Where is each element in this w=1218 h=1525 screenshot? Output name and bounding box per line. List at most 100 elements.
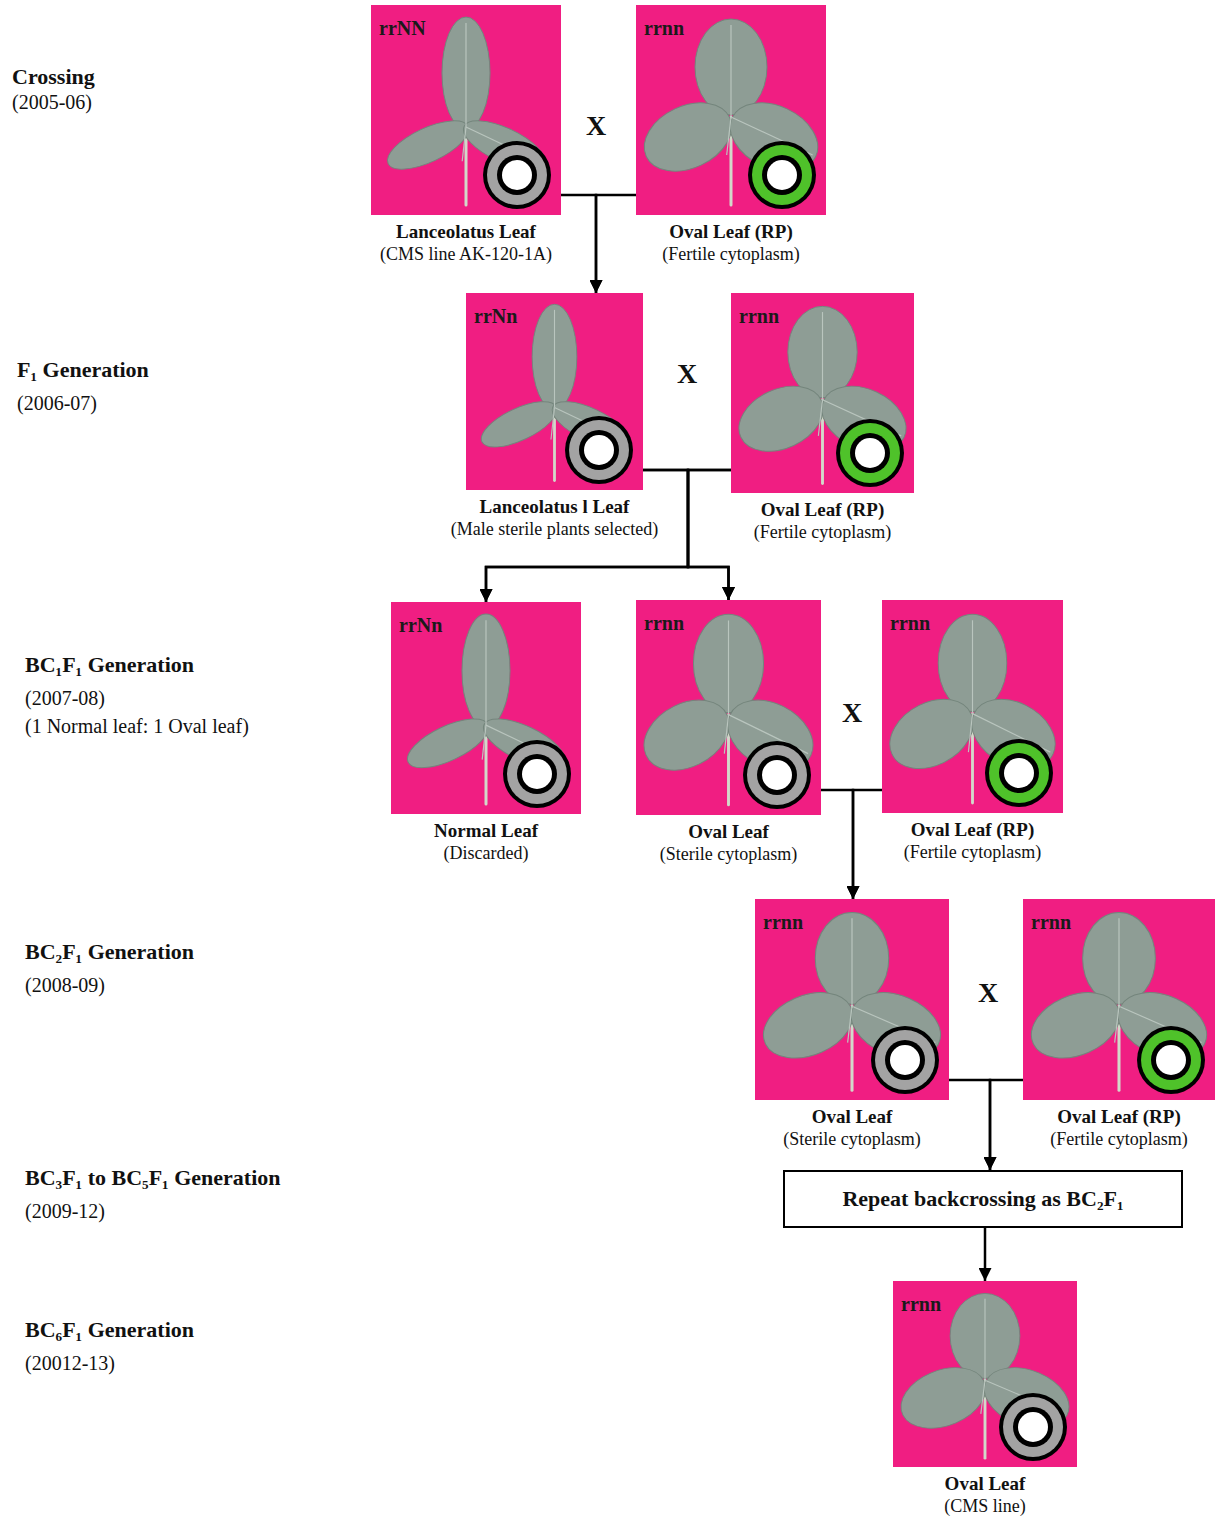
leaf-midrib bbox=[818, 400, 822, 436]
leaf-midrib bbox=[485, 620, 486, 725]
leaflet bbox=[401, 709, 495, 778]
cytoplasm-symbol bbox=[999, 753, 1039, 793]
cytoplasm-symbol bbox=[1004, 758, 1034, 788]
caption-heading: Oval Leaf bbox=[783, 1106, 920, 1129]
caption-group: Lanceolatus l Leaf(Male sterile plants s… bbox=[451, 496, 658, 540]
leaf-drawing bbox=[1023, 912, 1215, 1090]
genotype-label: rrnn bbox=[644, 612, 684, 635]
cytoplasm-symbol bbox=[565, 416, 633, 484]
leaf-drawing bbox=[882, 614, 1063, 803]
caption-note: (Fertile cytoplasm) bbox=[754, 522, 891, 544]
leaf-midrib bbox=[728, 620, 729, 714]
caption-note: (Fertile cytoplasm) bbox=[1050, 1129, 1187, 1151]
caption-group: Oval Leaf (RP)(Fertile cytoplasm) bbox=[1050, 1106, 1187, 1150]
cytoplasm-symbol bbox=[752, 145, 812, 205]
caption-note: (Sterile cytoplasm) bbox=[783, 1129, 920, 1151]
leaf-panel: rrnnOval Leaf (RP)(Fertile cytoplasm) bbox=[731, 293, 914, 493]
caption-heading: Lanceolatus Leaf bbox=[380, 221, 552, 244]
connector-arrow bbox=[821, 790, 853, 899]
caption-heading: Oval Leaf bbox=[944, 1473, 1026, 1496]
caption-note: (Fertile cytoplasm) bbox=[662, 244, 799, 266]
leaflet bbox=[636, 686, 740, 783]
caption-heading: Oval Leaf (RP) bbox=[754, 499, 891, 522]
leaf-midrib bbox=[482, 725, 486, 760]
caption-note: (Sterile cytoplasm) bbox=[660, 844, 797, 866]
cytoplasm-symbol bbox=[985, 739, 1053, 807]
leaf-drawing bbox=[731, 306, 914, 483]
cytoplasm-symbol bbox=[579, 430, 619, 470]
leaf-panel: rrNnNormal Leaf(Discarded) bbox=[391, 602, 581, 814]
genotype-label: rrnn bbox=[901, 1293, 941, 1316]
leaf-panel: rrNnLanceolatus l Leaf(Male sterile plan… bbox=[466, 293, 643, 490]
caption-note: (CMS line AK-120-1A) bbox=[380, 244, 552, 266]
generation-label: BC₁F₁ Generation bbox=[25, 652, 194, 678]
leaf-midrib bbox=[851, 918, 852, 1006]
caption-heading: Normal Leaf bbox=[434, 820, 538, 843]
leaf-midrib bbox=[551, 407, 555, 439]
cytoplasm-symbol bbox=[743, 741, 811, 809]
cytoplasm-symbol bbox=[1156, 1045, 1186, 1075]
cytoplasm-symbol bbox=[1151, 1040, 1191, 1080]
cytoplasm-symbol bbox=[875, 1030, 935, 1090]
cytoplasm-symbol bbox=[999, 1393, 1067, 1461]
leaf-midrib bbox=[822, 312, 823, 400]
cytoplasm-symbol bbox=[762, 760, 792, 790]
caption-group: Oval Leaf(Sterile cytoplasm) bbox=[783, 1106, 920, 1150]
generation-label: (2009-12) bbox=[25, 1200, 105, 1223]
generation-label: (2005-06) bbox=[12, 91, 92, 114]
connector-arrow bbox=[561, 195, 596, 293]
caption-group: Oval Leaf (RP)(Fertile cytoplasm) bbox=[662, 221, 799, 265]
leaf-midrib bbox=[968, 714, 972, 753]
genotype-label: rrnn bbox=[1031, 911, 1071, 934]
box-text: Repeat backcrossing as BC₂F₁ bbox=[842, 1186, 1123, 1212]
leaf-midrib bbox=[724, 715, 728, 754]
connector-arrow bbox=[688, 470, 731, 600]
caption-heading: Oval Leaf (RP) bbox=[662, 221, 799, 244]
leaflet bbox=[532, 304, 577, 409]
leaf-drawing bbox=[636, 19, 826, 205]
genotype-label: rrNN bbox=[379, 17, 426, 40]
leaflet bbox=[882, 686, 984, 782]
genotype-label: rrnn bbox=[763, 911, 803, 934]
connector-arrow bbox=[596, 195, 636, 293]
leaf-drawing bbox=[636, 614, 821, 804]
cytoplasm-symbol bbox=[748, 141, 816, 209]
leaf-panel: rrnnOval Leaf(Sterile cytoplasm) bbox=[636, 600, 821, 815]
cross-symbol: X bbox=[842, 697, 862, 729]
cytoplasm-symbol bbox=[503, 740, 571, 808]
generation-label: BC₃F₁ to BC₅F₁ Generation bbox=[25, 1165, 281, 1191]
leaf-panel: rrnnOval Leaf (RP)(Fertile cytoplasm) bbox=[1023, 899, 1215, 1100]
leaflet bbox=[1023, 980, 1131, 1071]
cytoplasm-symbol bbox=[871, 1026, 939, 1094]
process-box: Repeat backcrossing as BC₂F₁ bbox=[783, 1170, 1183, 1228]
cytoplasm-symbol bbox=[1003, 1397, 1063, 1457]
leaf-drawing bbox=[475, 304, 633, 480]
cytoplasm-symbol bbox=[1141, 1030, 1201, 1090]
generation-label: Crossing bbox=[12, 64, 95, 90]
caption-group: Normal Leaf(Discarded) bbox=[434, 820, 538, 864]
cytoplasm-symbol bbox=[757, 755, 797, 795]
leaf-panel: rrnnOval Leaf (RP)(Fertile cytoplasm) bbox=[636, 5, 826, 215]
leaf-drawing bbox=[893, 1293, 1077, 1458]
caption-heading: Oval Leaf (RP) bbox=[1050, 1106, 1187, 1129]
cytoplasm-symbol bbox=[487, 145, 547, 205]
connector-arrow bbox=[949, 1080, 990, 1170]
generation-label: (2007-08) bbox=[25, 687, 105, 710]
genotype-label: rrNn bbox=[399, 614, 442, 637]
cytoplasm-symbol bbox=[850, 433, 890, 473]
cytoplasm-symbol bbox=[989, 743, 1049, 803]
caption-group: Oval Leaf (RP)(Fertile cytoplasm) bbox=[754, 499, 891, 543]
cytoplasm-symbol bbox=[522, 759, 552, 789]
leaf-drawing bbox=[381, 17, 551, 205]
cross-symbol: X bbox=[677, 358, 697, 390]
generation-label: (2008-09) bbox=[25, 974, 105, 997]
generation-label: BC₆F₁ Generation bbox=[25, 1317, 194, 1343]
cytoplasm-symbol bbox=[836, 419, 904, 487]
genotype-label: rrnn bbox=[890, 612, 930, 635]
leaflet bbox=[381, 111, 475, 179]
cytoplasm-symbol bbox=[855, 438, 885, 468]
connector-arrow bbox=[990, 1080, 1023, 1170]
generation-label: (2006-07) bbox=[17, 392, 97, 415]
leaf-drawing bbox=[755, 912, 949, 1090]
